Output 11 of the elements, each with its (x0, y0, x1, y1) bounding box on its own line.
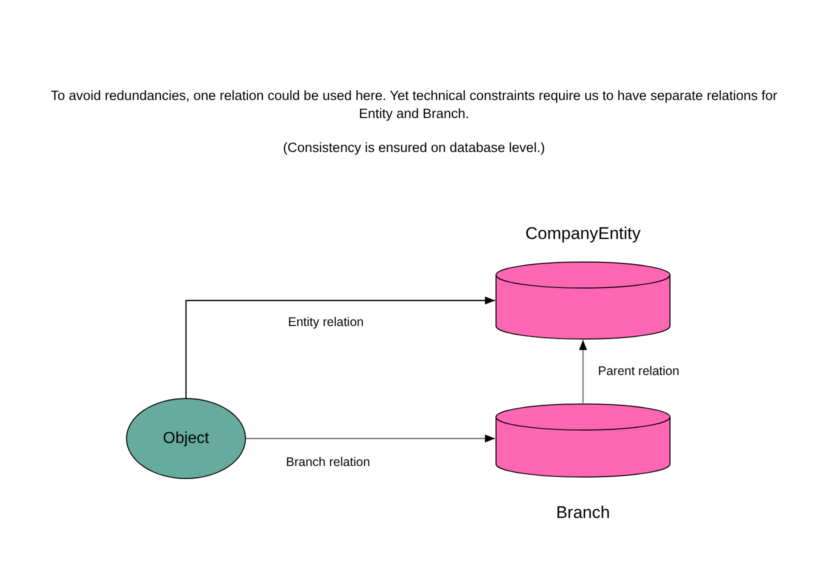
note-text: To avoid redundancies, one relation could be used here. Yet technical constraints require us to have separate relations for Entity and Branch. (50, 87, 778, 123)
node-heading: CompanyEntity (525, 224, 641, 244)
node-heading: Branch (556, 503, 610, 523)
edge-label: Parent relation (597, 364, 680, 378)
arrow (246, 434, 495, 442)
arrow (579, 340, 587, 403)
edge-label: Branch relation (285, 455, 372, 469)
arrow (185, 296, 495, 398)
node-label: Object (162, 430, 210, 448)
edge-label: Entity relation (287, 315, 365, 329)
note-text: (Consistency is ensured on database level.) (282, 139, 546, 157)
